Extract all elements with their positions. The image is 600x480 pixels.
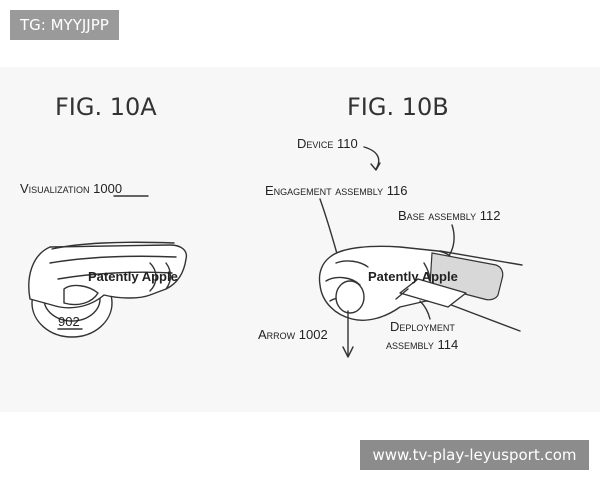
knuckle xyxy=(149,262,157,292)
watermark-10b: Patently Apple xyxy=(368,269,458,284)
finger-1 xyxy=(51,241,175,250)
deployment-leader xyxy=(419,300,431,320)
deployment-label-line1: Deployment xyxy=(390,319,455,334)
deployment-label-line2: assembly 114 xyxy=(386,337,458,352)
bottom-tag: www.tv-play-leyusport.com xyxy=(360,440,589,470)
part-902-label: 902 xyxy=(58,314,80,329)
device-label: Device 110 xyxy=(297,136,358,151)
finger-3 xyxy=(57,271,173,280)
deployment-arm xyxy=(399,278,467,308)
top-tag: TG: MYYJJPP xyxy=(10,10,119,40)
hand-visualization xyxy=(28,241,188,338)
arrow-head xyxy=(342,346,354,358)
arrow-label: Arrow 1002 xyxy=(258,327,328,342)
patent-diagram: FIG. 10A Visualization 1000 Patently App… xyxy=(20,93,523,358)
device-leader xyxy=(363,146,380,170)
thumb xyxy=(63,284,99,306)
fig-10b-title: FIG. 10B xyxy=(347,93,449,121)
device-leader-arrowhead xyxy=(370,162,381,171)
figure-panel: FIG. 10A Visualization 1000 Patently App… xyxy=(0,67,600,412)
deployment-lever xyxy=(395,288,409,300)
engagement-label: Engagement assembly 116 xyxy=(265,183,407,198)
visualization-label: Visualization 1000 xyxy=(20,181,122,196)
watermark-10a: Patently Apple xyxy=(88,269,178,284)
thumb-tip xyxy=(335,280,365,314)
arm-lower xyxy=(445,302,521,332)
fig-10a-title: FIG. 10A xyxy=(55,93,157,121)
base-label: Base assembly 112 xyxy=(398,208,500,223)
arm-upper xyxy=(439,250,523,266)
finger-2 xyxy=(49,255,177,264)
hand-with-device xyxy=(318,245,523,332)
knuckle-2 xyxy=(165,262,172,290)
finger-curl-1 xyxy=(335,260,369,268)
